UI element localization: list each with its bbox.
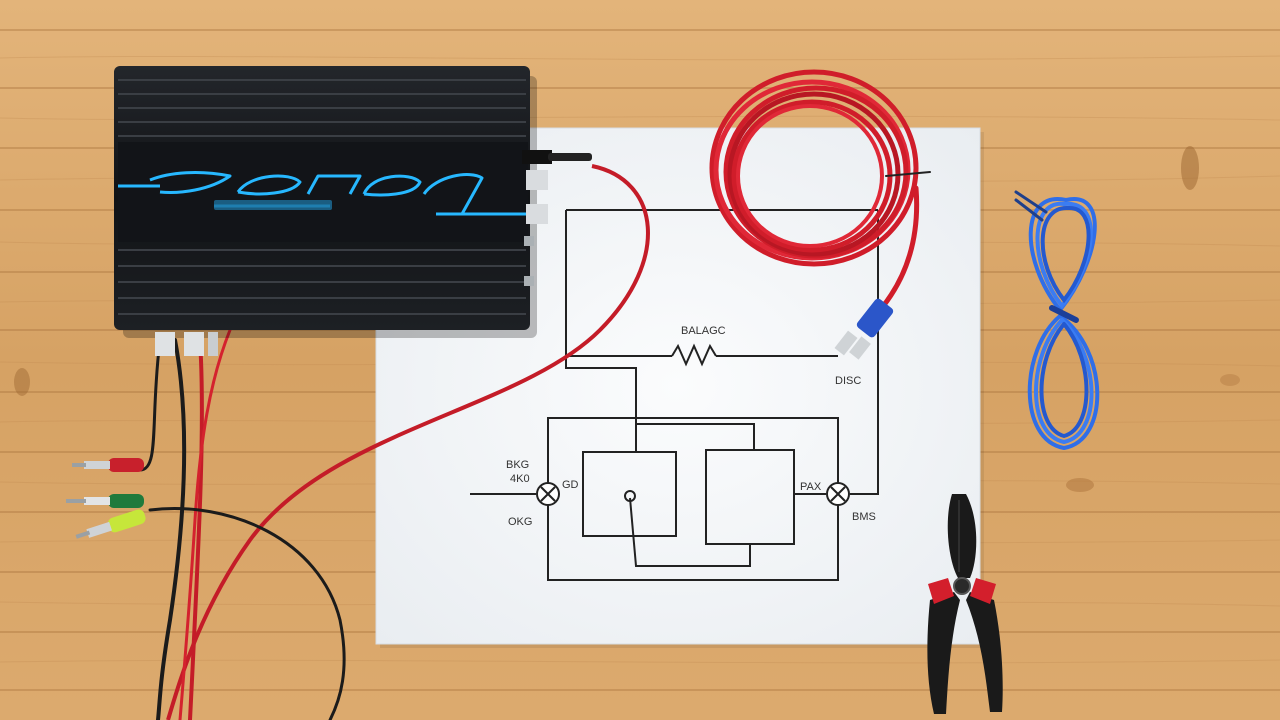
diagram-label-4k0: 4K0: [510, 473, 530, 485]
amp-terminals: [522, 150, 592, 286]
car-amplifier: [114, 66, 592, 356]
rca-plug-yellow: [75, 509, 146, 539]
amp-bottom-terminals: [155, 332, 218, 356]
pliers: [927, 494, 1003, 714]
rca-cables: [66, 458, 146, 539]
diagram-label-gd: GD: [562, 479, 579, 491]
blue-cable-coil: [1014, 190, 1100, 451]
diagram-label-bms: BMS: [852, 511, 876, 523]
red-cable-coil: [709, 69, 931, 313]
red-cable-connector: [834, 298, 894, 360]
rca-plug-green: [66, 494, 144, 508]
diagram-label-bkg: BKG: [506, 459, 529, 471]
diagram-label-disc: DISC: [835, 375, 861, 387]
power-wires: [138, 328, 346, 720]
diagram-label-okg: OKG: [508, 516, 532, 528]
rca-plug-red: [72, 458, 144, 472]
amp-logo-subtext: [214, 200, 332, 210]
red-power-wire: [166, 164, 650, 720]
diagram-label-resistor: BALAGC: [681, 325, 726, 337]
diagram-label-pax: PAX: [800, 481, 822, 493]
